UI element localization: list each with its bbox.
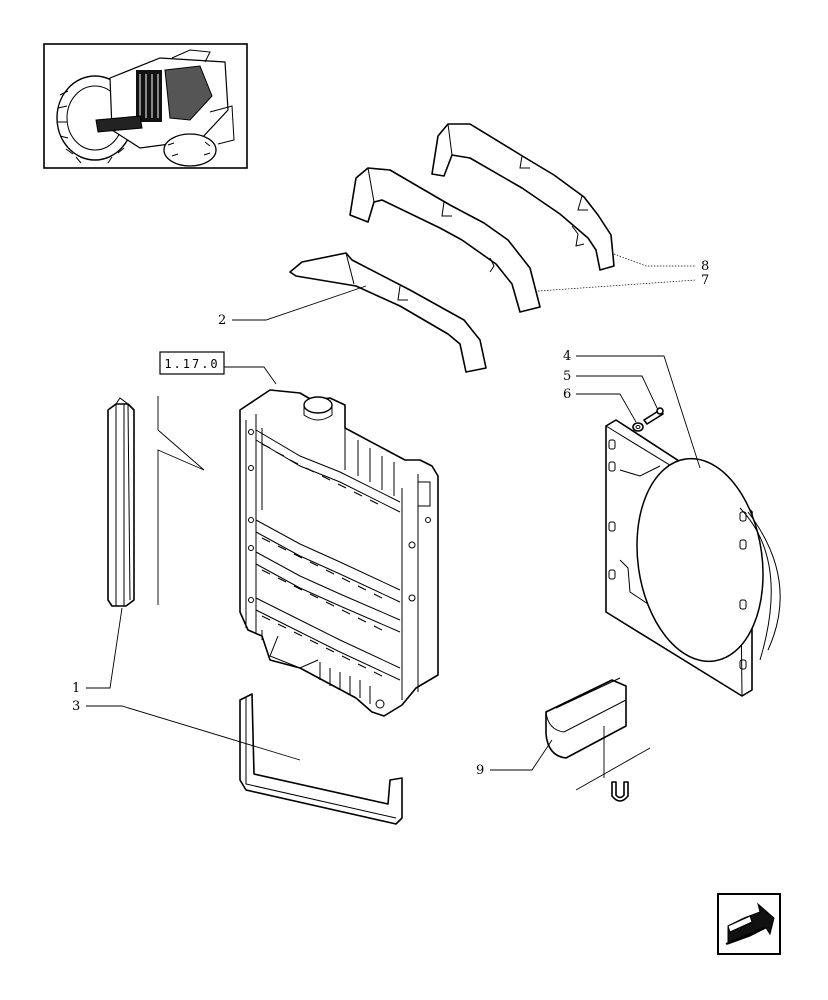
reference-box[interactable]: 1.17.0 <box>159 351 277 385</box>
callout-4: 4 <box>563 349 571 364</box>
callout-3: 3 <box>72 699 80 714</box>
tractor-location-thumbnail <box>43 43 248 169</box>
seal-part-8[interactable] <box>431 123 615 271</box>
reference-label: 1.17.0 <box>164 357 219 371</box>
washer-part-6[interactable] <box>632 422 644 432</box>
next-page-arrow-icon[interactable] <box>717 893 781 955</box>
radiator-assembly[interactable] <box>239 389 439 717</box>
seal-part-1[interactable] <box>107 397 135 607</box>
callout-9: 9 <box>476 763 484 778</box>
seal-part-2[interactable] <box>289 252 487 373</box>
callout-1: 1 <box>72 681 80 696</box>
callout-8: 8 <box>701 259 709 274</box>
edge-protector-part-9[interactable] <box>545 677 651 802</box>
fan-shroud-part-4[interactable] <box>605 419 781 697</box>
callout-5: 5 <box>563 369 571 384</box>
callout-6: 6 <box>563 387 571 402</box>
seal-part-7[interactable] <box>349 167 541 313</box>
section-break-line <box>157 396 205 605</box>
callout-7: 7 <box>701 273 709 288</box>
seal-part-3[interactable] <box>239 693 403 825</box>
bolt-part-5[interactable] <box>643 407 664 425</box>
callout-2: 2 <box>218 313 226 328</box>
